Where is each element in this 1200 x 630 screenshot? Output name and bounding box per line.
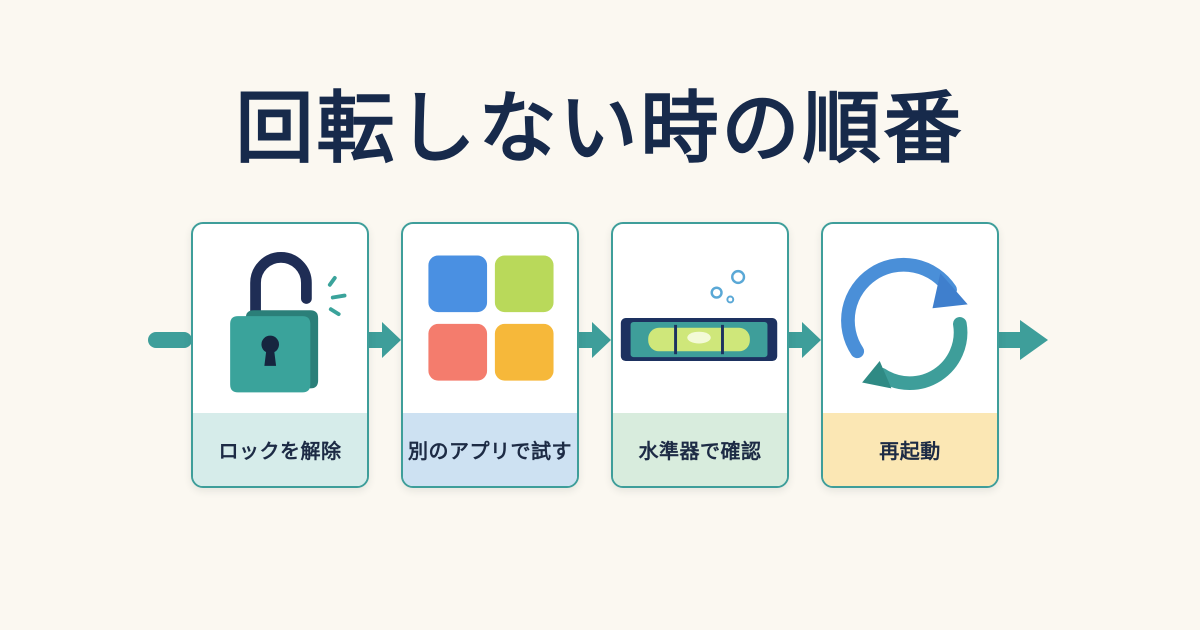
spirit-level-icon	[620, 269, 778, 362]
step-label: ロックを解除	[193, 413, 367, 486]
step-card-other-app: 別のアプリで試す	[401, 222, 579, 488]
step-label: 再起動	[823, 413, 997, 486]
step-card-unlock: ロックを解除	[191, 222, 369, 488]
flow-arrow-3-4	[789, 322, 821, 358]
restart-arrows-icon	[841, 257, 968, 391]
step-label: 水準器で確認	[613, 413, 787, 486]
step-card-spirit-level: 水準器で確認	[611, 222, 789, 488]
unlocked-padlock-icon	[230, 252, 347, 393]
step-label: 別のアプリで試す	[403, 413, 577, 486]
app-tiles-icon	[428, 255, 554, 381]
step-card-restart: 再起動	[821, 222, 999, 488]
page-title: 回転しない時の順番	[235, 84, 965, 174]
flow-arrow-start	[148, 332, 192, 348]
flow-arrow-1-2	[369, 322, 401, 358]
flow-arrow-2-3	[579, 322, 611, 358]
flow-arrow-end	[999, 320, 1048, 360]
